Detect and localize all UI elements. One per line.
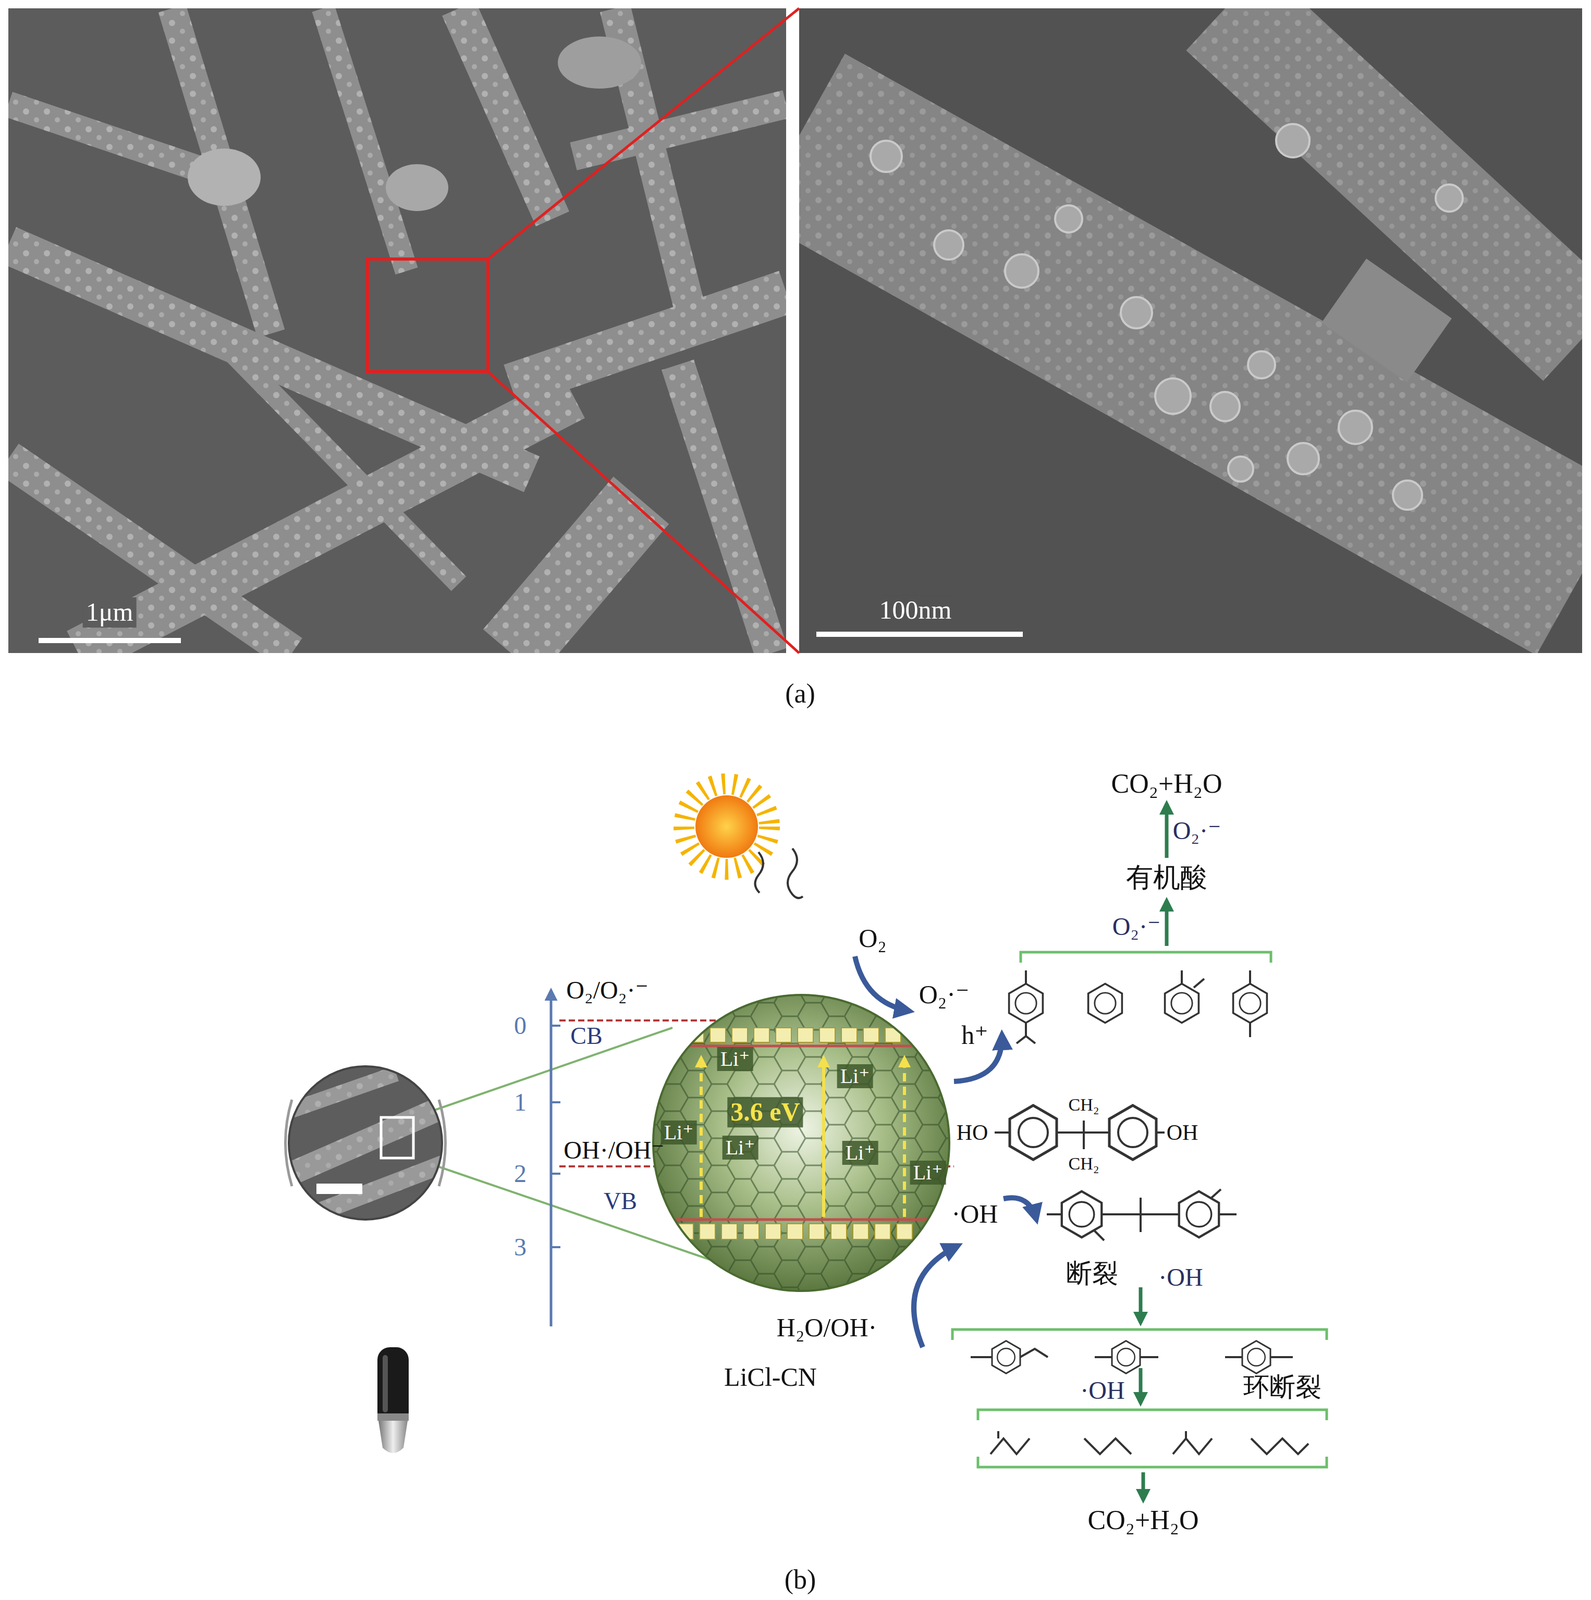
step-label: 断裂 [1062,1258,1122,1290]
band-label: CB [567,1022,606,1051]
product-text: CO₂+H₂O [1106,766,1228,802]
pathway-arrow [1140,900,1167,1501]
ion-label: Li⁺ [910,1160,947,1185]
band-structure-circle: 3.6 eVLi⁺Li⁺Li⁺Li⁺Li⁺Li⁺LiCl-CN [653,995,950,1292]
potential-label: O₂/O₂·⁻ [563,975,652,1005]
atom-label: OH [1163,1120,1202,1146]
panel-label: (b) [781,1564,820,1596]
ion-label: Li⁺ [717,1047,754,1072]
atom-label: HO [953,1120,992,1146]
species-label: h⁺ [958,1020,991,1051]
pen-probe [377,1347,409,1454]
scale-bar [38,638,181,644]
sem-image-panel: 1μm [8,8,787,654]
axis-tick-number: 0 [510,1011,530,1040]
radical-label: ·OH [948,1199,1002,1230]
sun-icon [683,784,770,870]
radical-label: O₂·⁻ [1169,816,1225,846]
group-bracket [952,952,1327,1468]
sem-zoom-image [799,8,1583,654]
zoom-line [487,8,800,260]
ion-label: Li⁺ [722,1135,759,1160]
ion-label: Li⁺ [837,1064,874,1089]
radical-label: ·OH [1155,1263,1206,1292]
species-label: O₂ [855,923,890,954]
zoom-box [367,259,488,372]
panel-label: (a) [781,678,819,710]
radical-label: O₂·⁻ [1109,912,1165,941]
sem-zoom-panel: 100nm [799,8,1583,654]
potential-label: OH·/OH⁻ [560,1135,668,1165]
scale-bar [816,631,1023,638]
light-wave [754,852,764,893]
energy-axis [549,990,553,1327]
ion-label: Li⁺ [842,1141,879,1166]
scale-bar-label: 1μm [82,597,137,628]
axis-tick-number: 2 [510,1159,530,1189]
species-label: O₂·⁻ [915,980,973,1011]
radical-label: ·OH [1077,1376,1128,1405]
product-text: CO₂+H₂O [1082,1502,1205,1539]
catalyst-label: LiCl-CN [720,1362,821,1393]
zoom-line [487,371,800,654]
pathway-arrow [1165,803,1169,859]
ion-label: Li⁺ [661,1120,697,1145]
atom-label: CH₂ [1065,1094,1103,1116]
band-gap-label: 3.6 eV [727,1097,803,1128]
axis-tick-number: 1 [510,1087,530,1117]
axis-tick-number: 3 [510,1232,530,1262]
intermediate-text: 有机酸 [1120,860,1213,896]
sem-inset [281,1066,449,1220]
band-label: VB [600,1188,641,1216]
node-text: 有机酸 [1126,862,1208,894]
atom-label: CH₂ [1065,1153,1103,1174]
species-label: H₂O/OH· [773,1313,880,1344]
node-text: CO₂+H₂O [1111,768,1223,800]
magnify-line [413,1027,673,1118]
light-wave [787,848,803,899]
sem-image [8,8,787,654]
band-structure [653,995,950,1292]
node-text: CO₂+H₂O [1087,1504,1199,1537]
step-label: 环断裂 [1240,1372,1325,1403]
scale-bar-label: 100nm [876,595,956,626]
